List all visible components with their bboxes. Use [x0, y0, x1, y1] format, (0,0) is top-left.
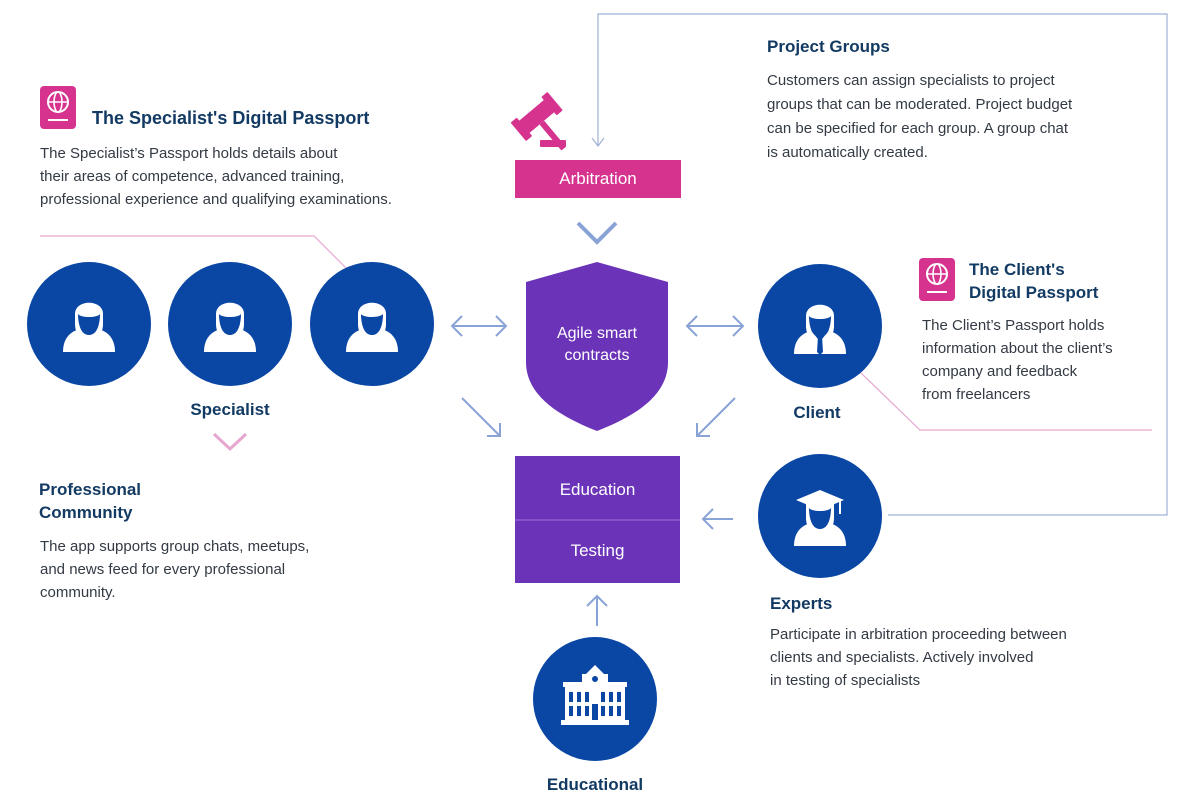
smart-contracts-label: Agile smart contracts — [556, 325, 638, 364]
specialist-avatar-2 — [168, 262, 292, 386]
client-label: Client — [793, 403, 841, 422]
arbitration-chevron — [576, 221, 618, 245]
project-groups-title: Project Groups — [767, 37, 890, 56]
specialist-passport-title: The Specialist's Digital Passport — [92, 108, 370, 128]
specialist-avatar-3 — [310, 262, 434, 386]
experts-avatar — [758, 454, 882, 578]
client-avatar — [758, 264, 882, 388]
educational-label: Educational — [546, 775, 644, 794]
smart-contracts-shield — [526, 262, 668, 431]
educational-education-arrow — [586, 594, 608, 626]
arbitration-label: Arbitration — [559, 169, 637, 188]
community-text: The app supports group chats, meetups, a… — [40, 538, 310, 601]
specialist-passport-connector — [40, 235, 347, 269]
specialist-passport-text: The Specialist’s Passport holds details … — [40, 145, 392, 208]
gavel-icon — [511, 92, 566, 151]
specialist-education-arrow — [461, 397, 501, 437]
client-education-arrow — [696, 397, 736, 437]
client-passport-text: The Client’s Passport holds information … — [922, 317, 1113, 403]
educational-avatar — [533, 637, 657, 761]
education-label: Education — [559, 480, 636, 499]
experts-education-arrow — [701, 508, 733, 530]
project-groups-text: Customers can assign specialists to proj… — [767, 72, 1073, 161]
arbitration-box — [515, 160, 681, 198]
testing-label: Testing — [570, 541, 625, 560]
client-passport-connector — [859, 371, 1152, 431]
specialist-passport-icon — [40, 86, 76, 129]
specialist-contract-double-arrow — [450, 315, 508, 337]
client-passport-icon — [919, 258, 955, 301]
specialist-label: Specialist — [190, 400, 270, 419]
client-passport-title: The Client's Digital Passport — [969, 260, 1099, 302]
experts-title: Experts — [770, 594, 833, 613]
specialist-avatar-1 — [27, 262, 151, 386]
client-contract-double-arrow — [685, 315, 745, 337]
project-groups-connector — [597, 13, 1168, 516]
community-title: Professional Community — [39, 480, 142, 522]
specialist-chevron — [212, 432, 248, 452]
project-groups-arrowhead — [591, 137, 605, 147]
experts-text: Participate in arbitration proceeding be… — [770, 626, 1067, 689]
